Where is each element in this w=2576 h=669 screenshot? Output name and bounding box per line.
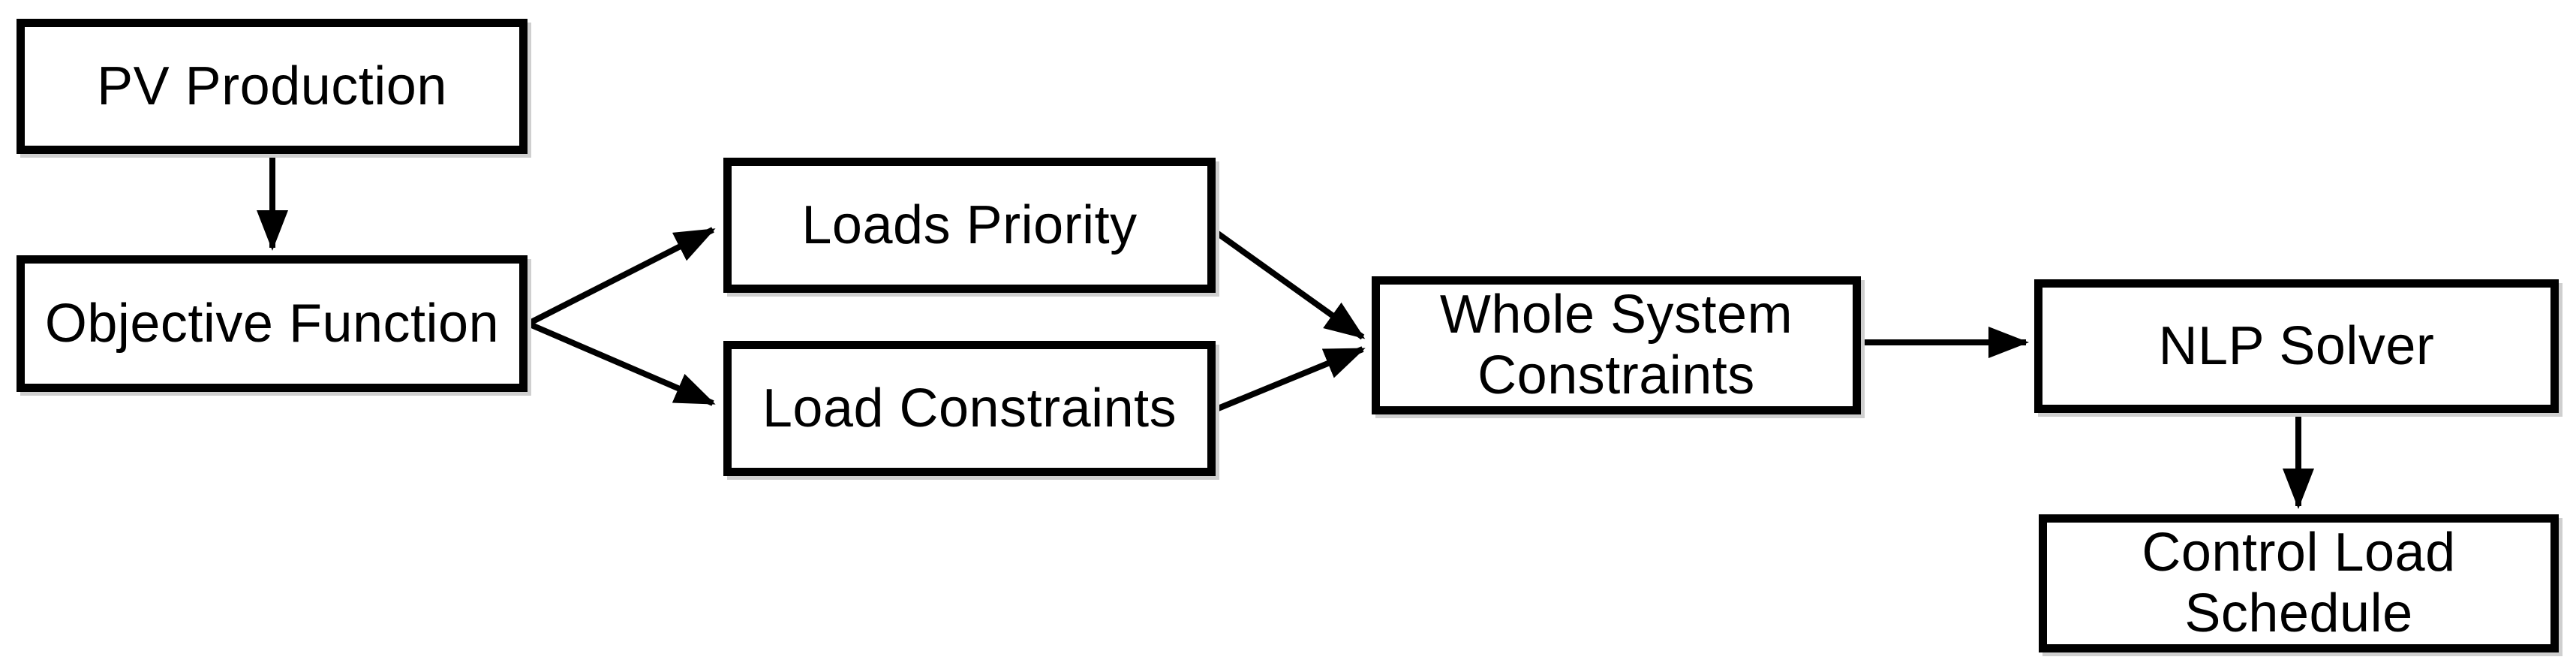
node-nlp-solver: NLP Solver: [2034, 279, 2559, 413]
node-control-load-schedule: Control Load Schedule: [2039, 514, 2559, 652]
node-control-load-schedule-label: Control Load Schedule: [2142, 523, 2456, 643]
node-objective-function: Objective Function: [17, 255, 528, 392]
node-load-constraints: Load Constraints: [723, 341, 1216, 476]
node-nlp-solver-label: NLP Solver: [2158, 315, 2435, 376]
arrow-loads-priority-to-whole-system: [1210, 227, 1366, 340]
arrow-objective-to-loads-priority: [528, 227, 716, 326]
node-whole-system-constraints-label: Whole System Constraints: [1439, 285, 1793, 405]
node-whole-system-constraints: Whole System Constraints: [1372, 276, 1861, 414]
arrow-load-constraints-to-whole-system: [1211, 346, 1366, 414]
node-load-constraints-label: Load Constraints: [762, 378, 1177, 438]
node-pv-production: PV Production: [17, 19, 528, 154]
node-loads-priority: Loads Priority: [723, 158, 1216, 293]
arrow-objective-to-load-constraints: [528, 321, 716, 406]
node-objective-function-label: Objective Function: [44, 293, 500, 354]
node-loads-priority-label: Loads Priority: [801, 194, 1138, 255]
node-pv-production-label: PV Production: [97, 56, 447, 116]
